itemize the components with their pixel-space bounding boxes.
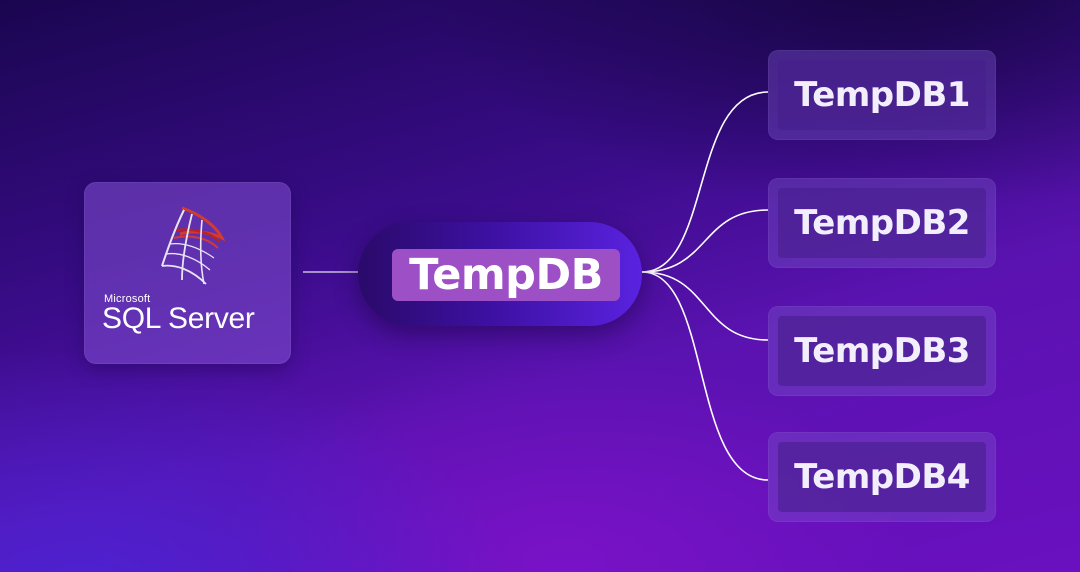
logo-product-text: SQL Server: [102, 302, 255, 335]
child-node-label: TempDB2: [794, 203, 970, 243]
sql-server-logo-icon: [161, 206, 226, 285]
child-node-label: TempDB3: [794, 331, 970, 371]
child-node-backdrop: [778, 60, 986, 130]
child-node-tempdb2: TempDB2: [768, 178, 996, 268]
center-node-label: TempDB: [392, 249, 620, 301]
child-node-tempdb3: TempDB3: [768, 306, 996, 396]
connector-tempdb4: [641, 271, 769, 481]
child-node-backdrop: [778, 188, 986, 258]
connector-tempdb2: [641, 209, 769, 273]
child-node-tempdb1: TempDB1: [768, 50, 996, 140]
connector-tempdb3: [641, 271, 769, 341]
child-node-tempdb4: TempDB4: [768, 432, 996, 522]
center-node: TempDB: [358, 222, 642, 326]
child-node-label: TempDB4: [794, 457, 970, 497]
connector-tempdb1: [641, 91, 769, 273]
child-node-label: TempDB1: [794, 75, 970, 115]
child-node-backdrop: [778, 442, 986, 512]
sql-server-logo-card: Microsoft SQL Server: [84, 182, 291, 364]
logo-company-text: Microsoft: [104, 293, 151, 305]
child-node-backdrop: [778, 316, 986, 386]
